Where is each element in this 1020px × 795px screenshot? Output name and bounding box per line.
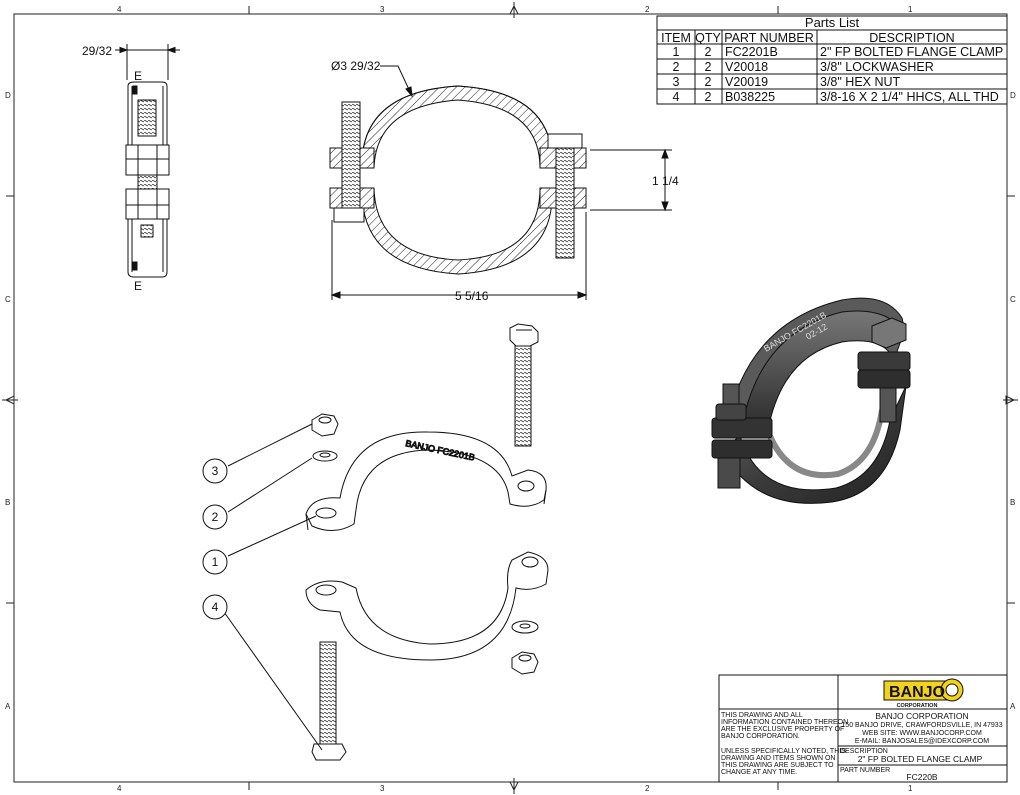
zone-labels-top: 4 3 2 1 — [117, 5, 913, 14]
parts-list-table: Parts List ITEM QTY PART NUMBER DESCRIPT… — [656, 15, 1008, 105]
front-section-view — [329, 65, 672, 300]
upper-nut — [311, 413, 339, 437]
zone-label: C — [5, 295, 11, 304]
description-label: DESCRIPTION — [840, 748, 888, 755]
company-email: E-MAIL: BANJOSALES@IDEXCORP.COM — [855, 738, 989, 745]
logo-subtext: CORPORATION — [897, 703, 938, 709]
dim-diameter: Ø3 29/32 — [331, 59, 381, 73]
part-number-label: PART NUMBER — [840, 767, 890, 774]
row-desc: 2" FP BOLTED FLANGE CLAMP — [820, 45, 1003, 59]
balloons: 3 2 1 4 — [202, 458, 228, 620]
header-part-number: PART NUMBER — [724, 31, 814, 45]
zone-label: D — [1010, 91, 1016, 100]
exploded-view: BANJO FC2201B — [223, 323, 549, 761]
zone-label: 1 — [908, 5, 913, 14]
notice-line: ARE THE EXCLUSIVE PROPERTY OF — [721, 726, 844, 733]
notice-line: THIS DRAWING AND ALL — [721, 712, 803, 719]
row-qty: 2 — [705, 45, 712, 59]
logo-text: BANJO — [889, 684, 945, 701]
lower-nut — [511, 651, 539, 675]
zone-label: D — [5, 91, 11, 100]
row-item: 3 — [673, 75, 680, 89]
zone-label: 3 — [380, 784, 385, 793]
balloon-item-3: 3 — [212, 464, 219, 478]
row-qty: 2 — [705, 60, 712, 74]
zone-label: 1 — [908, 784, 913, 793]
zone-labels-left: D C B A — [5, 91, 11, 711]
zone-label: C — [1010, 295, 1016, 304]
zone-label: 4 — [117, 784, 122, 793]
zone-label: A — [1010, 702, 1016, 711]
upper-clamp-half — [305, 431, 547, 531]
header-item: ITEM — [661, 31, 691, 45]
zone-label: 4 — [117, 5, 122, 14]
row-qty: 2 — [705, 75, 712, 89]
zone-label: 2 — [645, 5, 650, 14]
upper-bolt — [509, 323, 539, 447]
row-qty: 2 — [705, 90, 712, 104]
dim-overall-width: 5 5/16 — [455, 289, 489, 303]
section-mark-top: E — [134, 69, 142, 83]
row-part: FC2201B — [725, 45, 778, 59]
section-mark-bottom: E — [134, 279, 142, 293]
lower-washer — [511, 620, 539, 634]
row-desc: 3/8-16 X 2 1/4" HHCS, ALL THD — [820, 90, 999, 104]
zone-label: 3 — [380, 5, 385, 14]
upper-washer — [312, 450, 338, 462]
side-view — [115, 44, 180, 278]
notice-line: DRAWING AND ITEMS SHOWN ON — [721, 755, 835, 762]
company-web: WEB SITE: WWW.BANJOCORP.COM — [862, 730, 982, 737]
notice-line: BANJO CORPORATION. — [721, 733, 800, 740]
company-address: 150 BANJO DRIVE, CRAWFORDSVILLE, IN 4793… — [841, 722, 1002, 729]
notice-line: CHANGE AT ANY TIME. — [721, 769, 797, 776]
assembled-iso-view: BANJO FC2201B 02-12 — [711, 297, 911, 504]
row-desc: 3/8" LOCKWASHER — [820, 60, 934, 74]
parts-list-title: Parts List — [805, 15, 860, 30]
dim-side-width: 29/32 — [82, 44, 112, 58]
part-number-value: FC220B — [906, 772, 938, 782]
row-item: 4 — [673, 90, 680, 104]
row-part: V20019 — [725, 75, 768, 89]
zone-label: 2 — [645, 784, 650, 793]
row-item: 1 — [673, 45, 680, 59]
dim-height: 1 1/4 — [652, 174, 679, 188]
balloon-item-4: 4 — [212, 600, 219, 614]
zone-label: B — [5, 498, 10, 507]
banjo-logo: BANJO CORPORATION — [883, 678, 964, 709]
header-description: DESCRIPTION — [869, 31, 954, 45]
zone-label: A — [5, 702, 11, 711]
balloon-item-1: 1 — [212, 555, 219, 569]
notice-line: UNLESS SPECIFICALLY NOTED, THIS — [721, 748, 846, 755]
balloon-item-2: 2 — [212, 510, 219, 524]
row-desc: 3/8" HEX NUT — [820, 75, 901, 89]
row-part: B038225 — [725, 90, 775, 104]
title-block: BANJO CORPORATION BANJO CORPORATION 150 … — [718, 674, 1008, 783]
notice-line: THIS DRAWING ARE SUBJECT TO — [721, 762, 834, 769]
notice-line: INFORMATION CONTAINED THEREON — [721, 719, 848, 726]
zone-labels-bottom: 4 3 2 1 — [117, 784, 913, 793]
header-qty: QTY — [695, 31, 721, 45]
zone-labels-right: D C B A — [1010, 91, 1016, 711]
description-value: 2" FP BOLTED FLANGE CLAMP — [858, 754, 983, 764]
zone-label: B — [1010, 498, 1015, 507]
row-part: V20018 — [725, 60, 768, 74]
lower-clamp-half — [305, 551, 549, 661]
row-item: 2 — [673, 60, 680, 74]
company-name: BANJO CORPORATION — [875, 711, 968, 721]
